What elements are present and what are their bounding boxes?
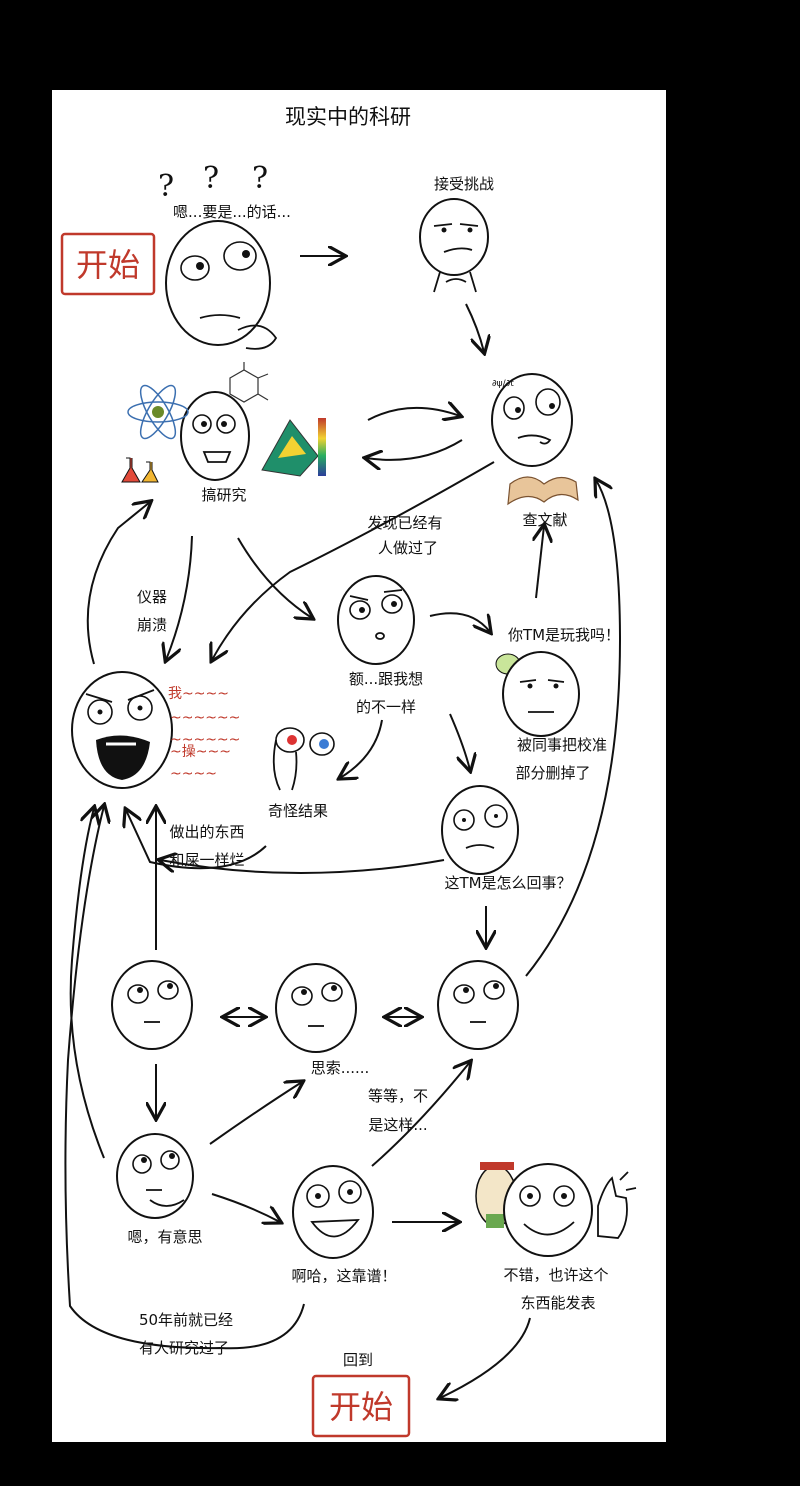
rage-text-1: 我~~~~ [168, 686, 229, 702]
weird-creature-icon [272, 727, 335, 791]
molecule-structure-icon [229, 362, 269, 403]
question-mark-icon: ? [203, 161, 219, 196]
end-stamp: 开始 [311, 1374, 411, 1438]
page-title: 现实中的科研 [285, 105, 411, 129]
svg-text:开始: 开始 [329, 1388, 393, 1426]
found-done-label-2: 人做过了 [378, 539, 438, 557]
start-stamp: 开始 [60, 232, 156, 296]
pondering-face-right-icon [437, 960, 519, 1050]
publishable-label-1: 不错，也许这个 [503, 1266, 608, 1284]
crap-label-1: 做出的东西 [169, 823, 244, 841]
open-book-icon [507, 476, 579, 506]
deleted-label-1: 被同事把校准 [517, 736, 607, 754]
thinking-face-icon [165, 220, 278, 350]
troll-face-icon [495, 651, 580, 737]
wait-label-2: 是这样... [368, 1116, 427, 1134]
surface-plot-icon [261, 418, 326, 477]
wait-label-1: 等等，不 [368, 1087, 428, 1105]
instrument-label-1: 仪器 [137, 588, 167, 606]
smiling-face-icon [503, 1163, 593, 1257]
svg-text:开始: 开始 [76, 246, 140, 284]
what-happened-label: 这TM是怎么回事？ [444, 874, 571, 892]
check-literature-label: 查文献 [522, 511, 567, 529]
aha-face-icon [292, 1165, 374, 1259]
atom-icon [127, 384, 189, 440]
challenge-face-icon [419, 198, 489, 293]
pondering-face-middle-icon [275, 963, 357, 1053]
flow-arrows [64, 256, 622, 1398]
rage-text-2: ~~~~~~ [170, 710, 240, 726]
interesting-label: 嗯，有意思 [127, 1228, 202, 1246]
flask-icon [121, 457, 159, 483]
wtf-face-icon [441, 785, 519, 875]
question-mark-icon: ? [252, 161, 268, 196]
rage-text-5: ~~~~ [170, 766, 217, 782]
different-label-1: 额...跟我想 [349, 670, 423, 688]
different-label-2: 的不一样 [356, 698, 416, 716]
puzzled-face-icon [337, 575, 415, 665]
kidding-label: 你TM是玩我吗！ [508, 626, 620, 644]
instrument-label-2: 崩溃 [137, 616, 167, 634]
interesting-face-icon [116, 1133, 194, 1219]
publishable-label-2: 东西能发表 [520, 1294, 595, 1312]
question-mark-icon: ? [158, 169, 174, 204]
rage-face-icon [71, 671, 173, 789]
literature-face-icon [491, 373, 573, 467]
research-face-icon [180, 391, 250, 481]
aha-label: 啊哈，这靠谱！ [291, 1267, 396, 1285]
rage-text-4: ~操~~~ [170, 744, 231, 760]
pondering-label: 思索...... [311, 1059, 370, 1077]
thinking-text: 嗯...要是...的话... [173, 203, 291, 221]
formula-scribble: ∂ψ/∂t [492, 379, 514, 389]
do-research-label: 搞研究 [201, 486, 246, 504]
pondering-face-left-icon [111, 960, 193, 1050]
back-to-label: 回到 [343, 1351, 373, 1369]
thumbs-up-icon [597, 1171, 637, 1239]
accept-challenge-label: 接受挑战 [434, 175, 494, 193]
rage-text-3: ~~~~~~ [170, 732, 240, 748]
found-done-label-1: 发现已经有 [367, 514, 442, 532]
fifty-years-label-1: 50年前就已经 [139, 1311, 233, 1329]
weird-result-label: 奇怪结果 [268, 802, 328, 820]
deleted-label-2: 部分删掉了 [515, 764, 590, 782]
